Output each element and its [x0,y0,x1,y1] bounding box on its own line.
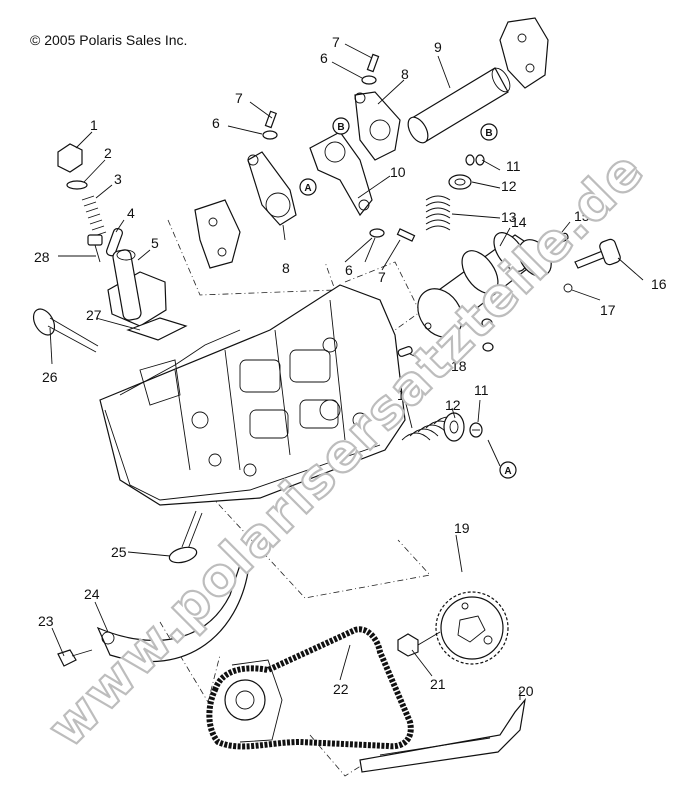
callout-10: 10 [390,164,406,180]
callout-25: 25 [111,544,127,560]
callout-22: 22 [333,681,349,697]
callout-12b: 12 [445,397,461,413]
callout-15: 15 [574,208,590,224]
tensioner-plug-bolt [57,143,83,173]
tensioner-gasket [126,317,188,341]
cam-sprocket [435,591,509,665]
callout-27: 27 [86,307,102,323]
callout-13: 13 [501,209,517,225]
marker-b-right: B [480,123,498,141]
callout-17: 17 [600,302,616,318]
callout-19: 19 [454,520,470,536]
exhaust-valve [168,510,203,564]
leader-lines [49,43,644,700]
callout-12: 12 [501,178,517,194]
rocker-shaft-bracket [499,17,549,89]
valve-spring-lower [401,416,463,441]
adjuster-nut-left [262,110,278,140]
chain-guide [359,697,526,773]
rocker-shaft [407,67,511,144]
copyright-notice: © 2005 Polaris Sales Inc. [30,32,188,48]
rocker-arm-left [247,151,297,226]
chain-tensioner-blade [96,563,249,663]
marker-a-upper: A [299,178,317,196]
callout-20: 20 [518,683,534,699]
callout-9: 9 [434,39,442,55]
tensioner-mount-bolt [87,234,103,263]
cam-bearing-ball [481,318,493,328]
decompression-shaft [574,238,621,269]
locating-pin [397,346,413,357]
crank-sprocket [224,659,283,743]
group-line-camshaft [344,261,421,331]
callout-13b: 13 [397,387,413,403]
callout-18: 18 [451,358,467,374]
svg-text:B: B [337,122,344,133]
callout-24: 24 [84,586,100,602]
cylinder-head [99,284,406,506]
blade-pivot-bolt [57,649,93,667]
svg-text:A: A [304,183,311,194]
valve-keepers-upper [465,154,485,166]
marker-b-upper: B [332,117,350,135]
rocker-bracket [194,199,241,269]
intake-valve [32,308,99,353]
callout-23: 23 [38,613,54,629]
callout-11b: 11 [474,382,489,398]
callout-8b: 8 [282,260,290,276]
valve-spring-upper [425,195,451,231]
callout-16: 16 [651,276,667,292]
callout-26: 26 [42,369,58,385]
callout-14: 14 [511,214,527,230]
group-line-rocker [167,219,336,296]
svg-text:B: B [485,128,492,139]
callout-3: 3 [114,171,122,187]
callout-8: 8 [401,66,409,82]
cam-chain [206,626,414,750]
callout-7: 7 [235,90,243,106]
dowel-pin [553,232,569,245]
spring-retainer-lower [443,412,465,442]
callout-numbers: 1 2 3 4 5 6 6 6 7 7 7 8 8 9 10 11 11 12 … [34,34,667,699]
callout-7b: 7 [332,34,340,50]
cam-chain-tensioner [107,249,167,327]
cam-plug [482,342,494,352]
tensioner-spring [81,195,107,237]
callout-6b: 6 [320,50,328,66]
callout-21: 21 [430,676,446,692]
callout-11: 11 [506,158,521,174]
sprocket-bolt [397,631,441,657]
callout-6: 6 [212,115,220,131]
adjuster-nut-upper [361,53,380,85]
callout-5: 5 [151,235,159,251]
tensioner-plunger-pin [105,228,123,257]
callout-6c: 6 [345,262,353,278]
group-line-guide [309,734,371,777]
svg-text:A: A [504,466,511,477]
callout-4: 4 [127,205,135,221]
group-line-valve [209,494,431,599]
snap-clip [563,283,573,293]
spring-retainer-upper [448,174,472,190]
callout-2: 2 [104,145,112,161]
callout-1: 1 [90,117,98,133]
callout-7c: 7 [378,269,386,285]
marker-a-lower: A [499,461,517,479]
rocker-arm-middle [309,131,373,217]
valve-keepers-lower [469,422,483,438]
sealing-washer [66,180,88,190]
callout-28: 28 [34,249,50,265]
adjuster-nut-lower [369,228,416,242]
rocker-arm-upper [354,91,401,161]
